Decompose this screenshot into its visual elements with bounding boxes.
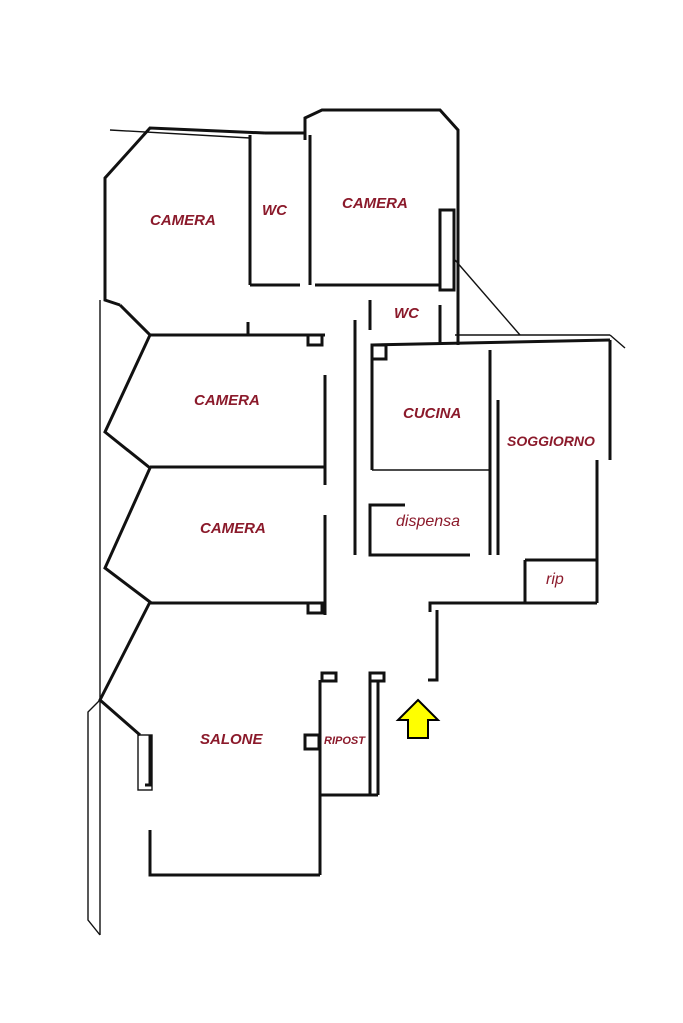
room-label-wc: WC — [262, 202, 287, 219]
room-label-wc: WC — [394, 305, 419, 322]
room-label-camera: CAMERA — [200, 520, 266, 537]
room-label-salone: SALONE — [200, 731, 263, 748]
room-label-rip: rip — [546, 571, 564, 588]
room-label-cucina: CUCINA — [403, 405, 462, 422]
room-label-soggiorno: SOGGIORNO — [507, 433, 595, 449]
room-label-camera: CAMERA — [342, 195, 408, 212]
arrow-up-icon — [395, 698, 441, 739]
room-label-ripost: RIPOST — [324, 735, 365, 747]
room-label-camera: CAMERA — [194, 392, 260, 409]
room-label-dispensa: dispensa — [396, 513, 461, 530]
room-label-camera: CAMERA — [150, 212, 216, 229]
